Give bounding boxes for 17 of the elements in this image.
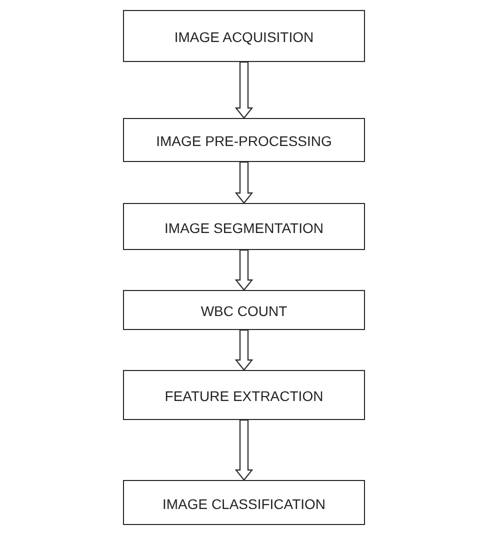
step-label: IMAGE SEGMENTATION [164, 218, 324, 236]
process-box [123, 118, 365, 162]
step-label: WBC COUNT [200, 302, 288, 319]
hollow-arrow [234, 249, 254, 291]
process-box [123, 203, 365, 250]
hollow-arrow [234, 419, 254, 481]
process-box [123, 10, 365, 62]
step-label: FEATURE EXTRACTION [164, 387, 324, 404]
hollow-arrow [234, 61, 254, 119]
step-label: IMAGE PRE-PROCESSING [156, 132, 332, 149]
process-box [123, 290, 365, 330]
step-label: IMAGE ACQUISITION [174, 28, 314, 45]
hollow-arrow [234, 329, 254, 371]
hollow-arrow [234, 161, 254, 204]
process-box [123, 370, 365, 420]
process-box [123, 480, 365, 525]
step-label: IMAGE CLASSIFICATION [162, 494, 326, 512]
